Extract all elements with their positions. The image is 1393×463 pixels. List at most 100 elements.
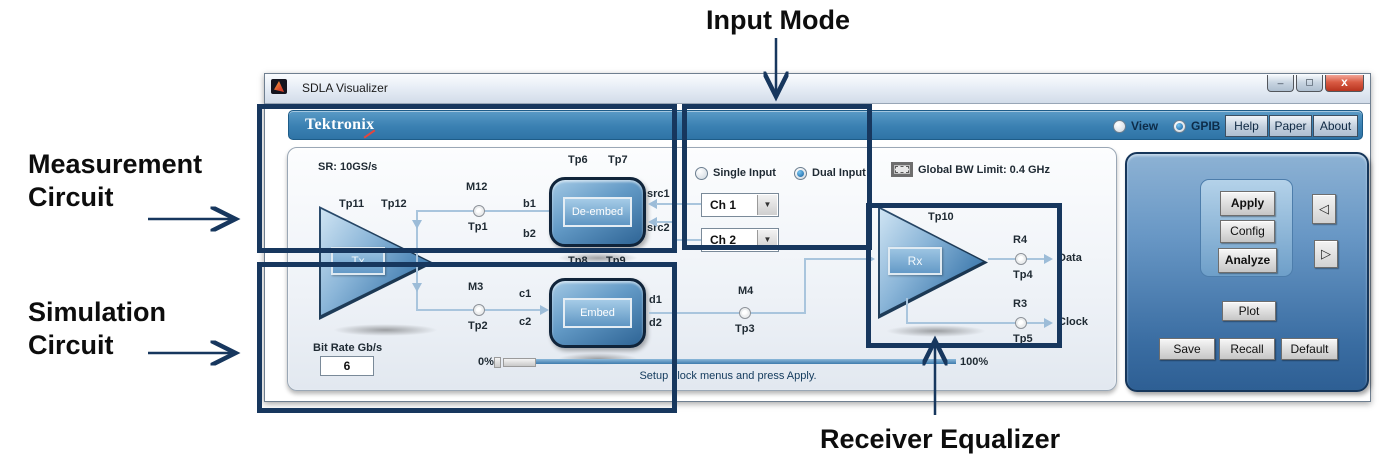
- deembed-block: De-embed: [549, 177, 646, 247]
- close-button[interactable]: x: [1325, 75, 1364, 92]
- arrow-left-icon: [648, 217, 657, 227]
- tp6-label: Tp6: [568, 154, 588, 166]
- brand-text: Tektronix: [305, 116, 375, 133]
- wire-d: [649, 312, 806, 314]
- minimize-button[interactable]: _: [1267, 74, 1294, 92]
- tektronix-logo: Tektronix: [305, 116, 376, 139]
- tp5-testpoint: [1015, 317, 1027, 329]
- apply-button[interactable]: Apply: [1220, 191, 1275, 216]
- bit-rate-input[interactable]: [320, 356, 374, 376]
- status-message: Setup block menus and press Apply.: [639, 370, 817, 382]
- single-input-radio[interactable]: [695, 167, 708, 180]
- tp4-testpoint: [1015, 253, 1027, 265]
- single-input-label: Single Input: [713, 167, 776, 179]
- view-radio[interactable]: [1113, 119, 1126, 133]
- nav-prev-button[interactable]: ◁: [1312, 194, 1336, 224]
- data-label: Data: [1058, 252, 1082, 264]
- measurement-line1: Measurement: [28, 149, 203, 179]
- tp4-label: Tp4: [1013, 269, 1033, 281]
- embed-button[interactable]: Embed: [563, 298, 632, 328]
- progress-handle: [494, 357, 501, 368]
- measurement-circuit-annotation: Measurement Circuit: [28, 148, 202, 214]
- wire-src1: [656, 203, 701, 205]
- left-triangle-icon: ◁: [1319, 201, 1329, 216]
- input-mode-outline: [682, 104, 872, 250]
- save-button[interactable]: Save: [1159, 338, 1215, 360]
- r3-label: R3: [1013, 298, 1028, 310]
- progress-end-label: 100%: [960, 356, 989, 368]
- circuit-panel: SR: 10GS/s Tp11 Tp12 Tx M12 Tp1 b1 b2 Tp…: [287, 147, 1117, 391]
- b1-label: b1: [523, 198, 536, 210]
- input-mode-annotation: Input Mode: [706, 5, 850, 35]
- rx-shadow: [886, 325, 986, 337]
- chevron-down-icon[interactable]: ▼: [757, 195, 777, 215]
- simulation-circuit-outline: [257, 262, 677, 413]
- m4-label: M4: [738, 285, 754, 297]
- nav-next-button[interactable]: ▷: [1314, 240, 1338, 268]
- recall-button[interactable]: Recall: [1219, 338, 1275, 360]
- m3-label: M3: [468, 281, 484, 293]
- close-icon: x: [1341, 75, 1348, 89]
- simulation-circuit-annotation: Simulation Circuit: [28, 296, 166, 362]
- r4-label: R4: [1013, 234, 1028, 246]
- brand-toolbar: Tektronix View GPIB Help Paper About: [288, 110, 1363, 140]
- control-panel: Apply Config Analyze ◁ ▷ Plot Save Recal…: [1125, 152, 1369, 392]
- ch1-value: Ch 1: [710, 198, 737, 212]
- d1-label: d1: [649, 294, 662, 306]
- arrow-left-icon: [648, 199, 657, 209]
- measurement-line2: Circuit: [28, 182, 114, 212]
- arrow-right-icon: [1044, 318, 1053, 328]
- paper-button[interactable]: Paper: [1269, 115, 1312, 137]
- tp1-testpoint: [473, 205, 485, 217]
- maximize-button[interactable]: ◻: [1296, 75, 1323, 92]
- help-button[interactable]: Help: [1225, 115, 1268, 137]
- tp2-testpoint: [473, 304, 485, 316]
- measurement-circuit-outline: [257, 104, 677, 253]
- tp3-label: Tp3: [735, 323, 755, 335]
- analyze-button[interactable]: Analyze: [1218, 248, 1277, 273]
- progress-start-label: 0%: [478, 356, 494, 368]
- simulation-line2: Circuit: [28, 330, 114, 360]
- wire-clock-v: [906, 298, 908, 324]
- c1-label: c1: [519, 288, 532, 300]
- tp2-label: Tp2: [468, 320, 488, 332]
- deembed-shadow: [558, 252, 638, 264]
- receiver-equalizer-annotation: Receiver Equalizer: [820, 424, 1061, 454]
- wire-src2a: [656, 221, 675, 223]
- window-title: SDLA Visualizer: [302, 81, 388, 95]
- tp12-label: Tp12: [381, 198, 407, 210]
- m12-label: M12: [466, 181, 488, 193]
- view-radio-label: View: [1131, 119, 1159, 133]
- deembed-button[interactable]: De-embed: [563, 197, 632, 227]
- embed-block: Embed: [549, 278, 646, 348]
- d2-label: d2: [649, 317, 662, 329]
- progress-fill: [503, 358, 536, 367]
- wire-rx-up: [804, 259, 806, 314]
- app-icon: [271, 79, 287, 94]
- arrow-right-icon: [1044, 254, 1053, 264]
- receiver-equalizer-outline: [866, 203, 1062, 348]
- view-radio-group: View: [1113, 119, 1158, 133]
- c2-label: c2: [519, 316, 532, 328]
- tp11-label: Tp11: [339, 198, 365, 210]
- rx-button[interactable]: Rx: [888, 247, 942, 275]
- tp7-label: Tp7: [608, 154, 628, 166]
- tx-shadow: [333, 324, 438, 336]
- arrow-down-icon: [412, 220, 422, 229]
- dual-input-radio[interactable]: [794, 167, 807, 180]
- default-button[interactable]: Default: [1281, 338, 1338, 360]
- wire-trunk: [416, 210, 418, 311]
- bit-rate-label: Bit Rate Gb/s: [313, 342, 383, 354]
- simulation-line1: Simulation: [28, 297, 167, 327]
- dual-input-label: Dual Input: [812, 167, 866, 179]
- ch1-select[interactable]: Ch 1 ▼: [701, 193, 779, 217]
- global-bw-label: Global BW Limit: 0.4 GHz: [918, 164, 1051, 176]
- plot-button[interactable]: Plot: [1222, 301, 1276, 321]
- about-button[interactable]: About: [1313, 115, 1358, 137]
- gpib-radio[interactable]: [1173, 119, 1186, 133]
- config-button[interactable]: Config: [1220, 220, 1275, 243]
- src1-label: src1: [647, 188, 670, 200]
- display-icon: [891, 162, 913, 177]
- wire-clock: [906, 322, 1046, 324]
- arrow-down-icon: [412, 283, 422, 292]
